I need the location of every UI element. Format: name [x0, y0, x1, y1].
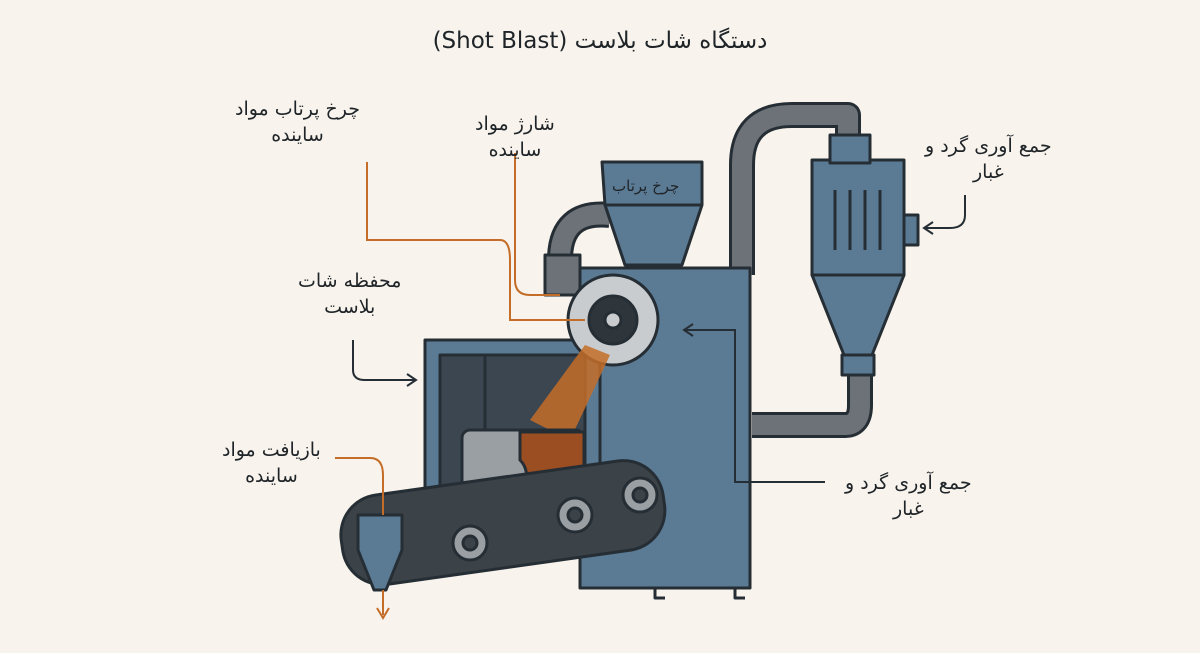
dust-collector-label-bottom: جمع آوری گرد و غبار	[845, 470, 972, 522]
hopper-label: چرخ پرتاب	[612, 177, 680, 195]
label-line: بلاست	[324, 296, 376, 318]
collector-port	[902, 213, 920, 247]
abrasive-stream	[530, 345, 610, 440]
label-line: غبار	[973, 161, 1004, 183]
chamber-label: محفظه شات بلاست	[298, 268, 401, 320]
wheel-label: چرخ پرتاب مواد ساینده	[235, 96, 360, 148]
label-line: جمع آوری گرد و	[845, 472, 972, 494]
label-line: غبار	[893, 498, 924, 520]
label-line: جمع آوری گرد و	[925, 135, 1052, 157]
recycle-hopper	[356, 513, 404, 592]
label-line: ساینده	[271, 124, 324, 146]
dust-collector-label-top: جمع آوری گرد و غبار	[925, 133, 1052, 185]
charge-label: شارژ مواد ساینده	[475, 111, 555, 163]
cyclone-collector	[810, 158, 906, 277]
label-line: ساینده	[245, 465, 298, 487]
label-line: محفظه شات	[298, 270, 402, 292]
diagram-title: دستگاه شات بلاست (Shot Blast)	[432, 28, 768, 54]
label-line: بازیافت مواد	[222, 439, 321, 461]
label-line: ساینده	[488, 139, 542, 161]
conveyor-belt	[339, 459, 667, 587]
label-line: چرخ پرتاب مواد	[235, 98, 361, 120]
recycle-label: بازیافت مواد ساینده	[222, 437, 321, 489]
label-line: شارژ مواد	[475, 113, 555, 135]
